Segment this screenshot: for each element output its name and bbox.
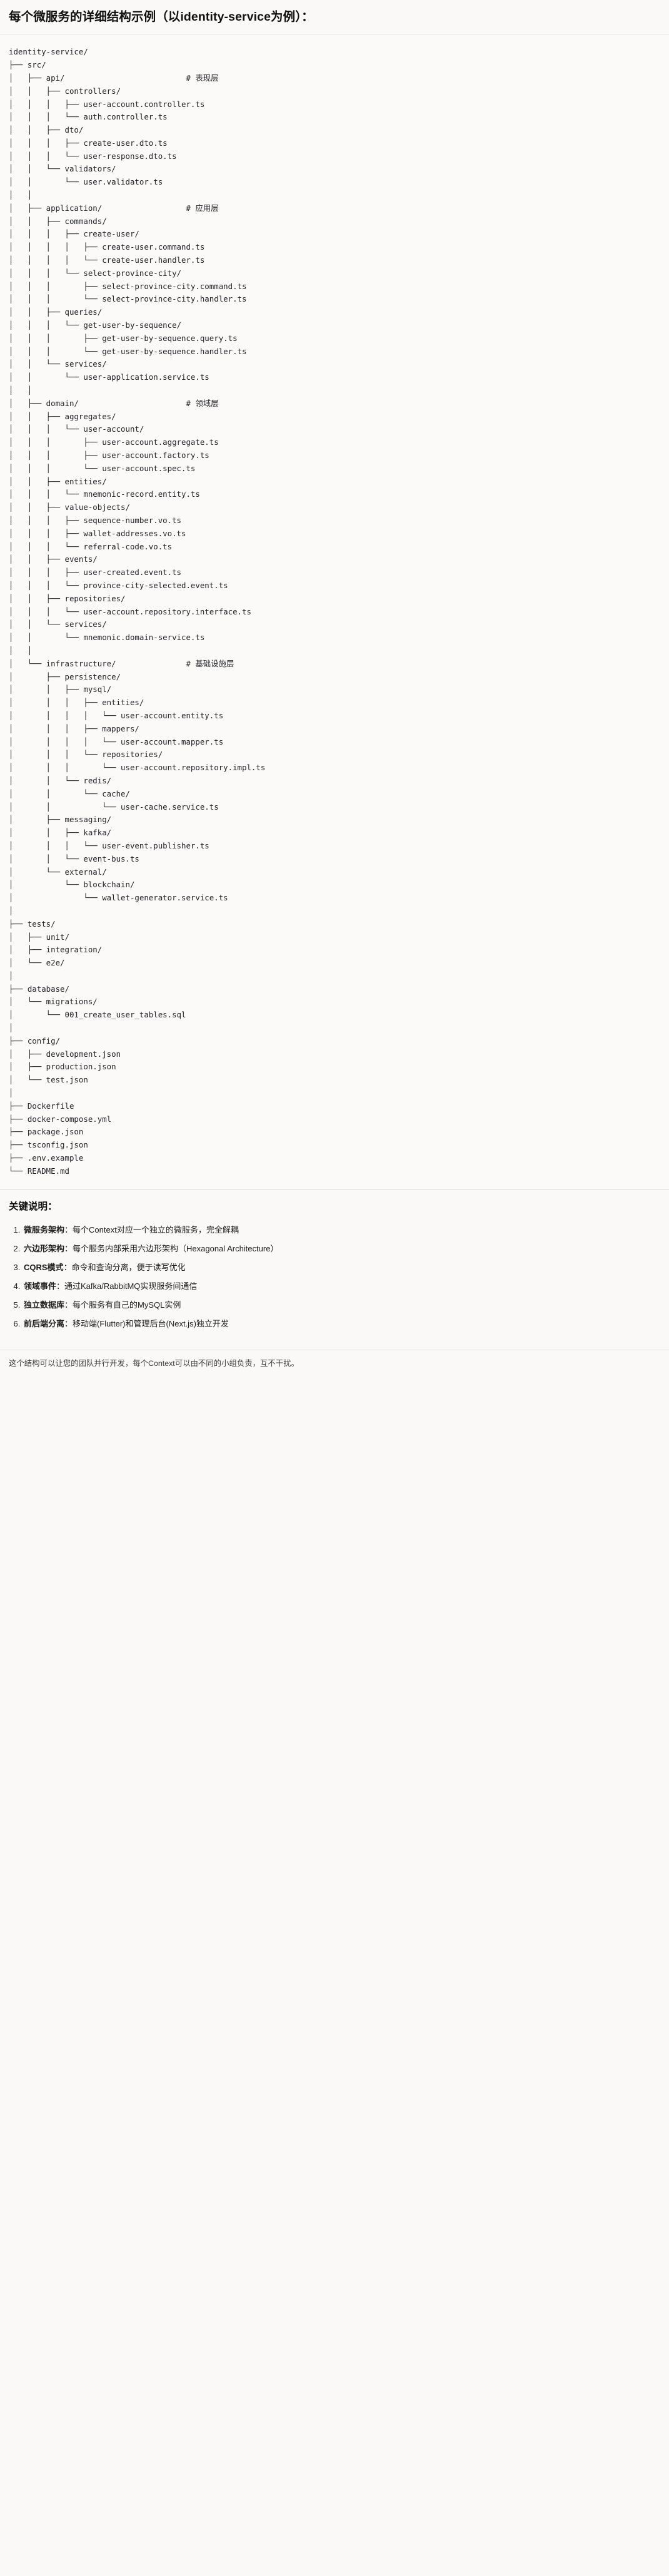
note-lead: 前后端分离 <box>24 1319 65 1329</box>
directory-tree-block: identity-service/ ├── src/ │ ├── api/ # … <box>0 34 669 1189</box>
list-item: 六边形架构：每个服务内部采用六边形架构（Hexagonal Architectu… <box>23 1240 660 1258</box>
key-notes-block: 关键说明： 微服务架构：每个Context对应一个独立的微服务，完全解耦 六边形… <box>0 1189 669 1340</box>
note-lead: 领域事件 <box>24 1281 57 1291</box>
list-item: 微服务架构：每个Context对应一个独立的微服务，完全解耦 <box>23 1221 660 1240</box>
note-body: ：移动端(Flutter)和管理后台(Next.js)独立开发 <box>64 1319 229 1329</box>
closing-paragraph: 这个结构可以让您的团队并行开发，每个Context可以由不同的小组负责，互不干扰… <box>0 1350 669 1381</box>
note-lead: 独立数据库 <box>24 1300 65 1310</box>
list-item: CQRS模式：命令和查询分离，便于读写优化 <box>23 1258 660 1277</box>
note-lead: 微服务架构 <box>24 1225 65 1235</box>
note-body: ：命令和查询分离，便于读写优化 <box>63 1263 186 1273</box>
divider-bottom <box>0 1189 669 1190</box>
list-item: 前后端分离：移动端(Flutter)和管理后台(Next.js)独立开发 <box>23 1315 660 1333</box>
note-lead: CQRS模式 <box>24 1263 64 1273</box>
directory-tree: identity-service/ ├── src/ │ ├── api/ # … <box>9 47 266 1176</box>
note-body: ：每个服务内部采用六边形架构（Hexagonal Architecture） <box>64 1244 279 1254</box>
note-body: ：通过Kafka/RabbitMQ实现服务间通信 <box>56 1281 198 1291</box>
list-item: 独立数据库：每个服务有自己的MySQL实例 <box>23 1296 660 1315</box>
list-item: 领域事件：通过Kafka/RabbitMQ实现服务间通信 <box>23 1277 660 1296</box>
note-body: ：每个服务有自己的MySQL实例 <box>64 1300 181 1310</box>
note-body: ：每个Context对应一个独立的微服务，完全解耦 <box>64 1225 239 1235</box>
document-page: 每个微服务的详细结构示例（以identity-service为例）： ident… <box>0 0 669 1380</box>
key-notes-list: 微服务架构：每个Context对应一个独立的微服务，完全解耦 六边形架构：每个服… <box>9 1221 660 1333</box>
note-lead: 六边形架构 <box>24 1244 65 1254</box>
title-block: 每个微服务的详细结构示例（以identity-service为例）： <box>0 0 669 34</box>
page-title: 每个微服务的详细结构示例（以identity-service为例）： <box>9 10 314 24</box>
key-notes-heading: 关键说明： <box>9 1201 58 1212</box>
